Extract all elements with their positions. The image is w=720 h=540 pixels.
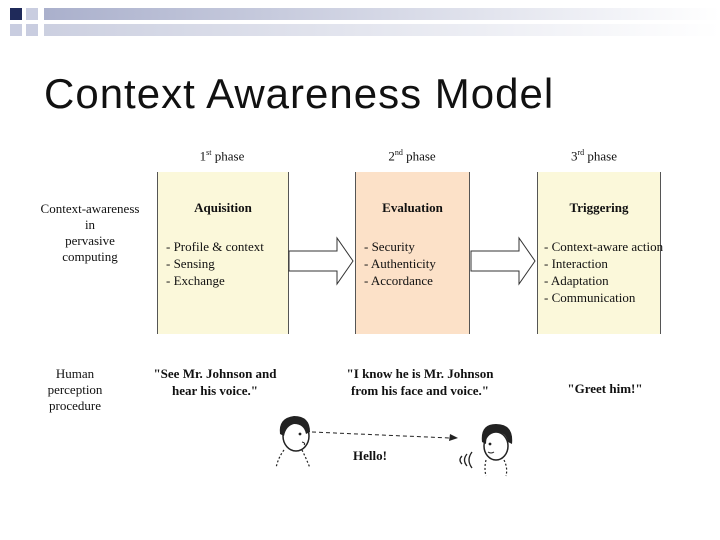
box-list-aquisition: - Profile & context - Sensing - Exchange <box>166 239 264 288</box>
person-icon <box>275 416 311 469</box>
person-icon <box>481 424 513 477</box>
box-heading-evaluation: Evaluation <box>382 200 443 215</box>
phase-box-evaluation: Evaluation - Security - Authenticity - A… <box>355 172 470 334</box>
quote-triggering: "Greet him!" <box>567 381 643 396</box>
arrow-icon <box>311 431 458 441</box>
phase-label-1: 1st phase <box>199 148 245 164</box>
decor-strip <box>10 8 720 36</box>
phase-label-2: 2nd phase <box>388 148 436 164</box>
phase-label-3: 3rd phase <box>570 148 618 164</box>
phase-box-triggering: Triggering - Context-aware action - Inte… <box>537 172 664 334</box>
arrow-icon <box>470 236 536 286</box>
box-list-evaluation: - Security - Authenticity - Accordance <box>364 239 436 288</box>
box-heading-aquisition: Aquisition <box>194 200 252 215</box>
sound-waves-icon <box>459 451 473 469</box>
box-heading-triggering: Triggering <box>569 200 629 215</box>
arrow-icon <box>288 236 354 286</box>
greeting-text: Hello! <box>353 448 387 463</box>
slide-title: Context Awareness Model <box>44 70 555 117</box>
phase-box-aquisition: Aquisition - Profile & context - Sensing… <box>157 172 289 334</box>
box-list-triggering: - Context-aware action - Interaction - A… <box>544 239 664 305</box>
